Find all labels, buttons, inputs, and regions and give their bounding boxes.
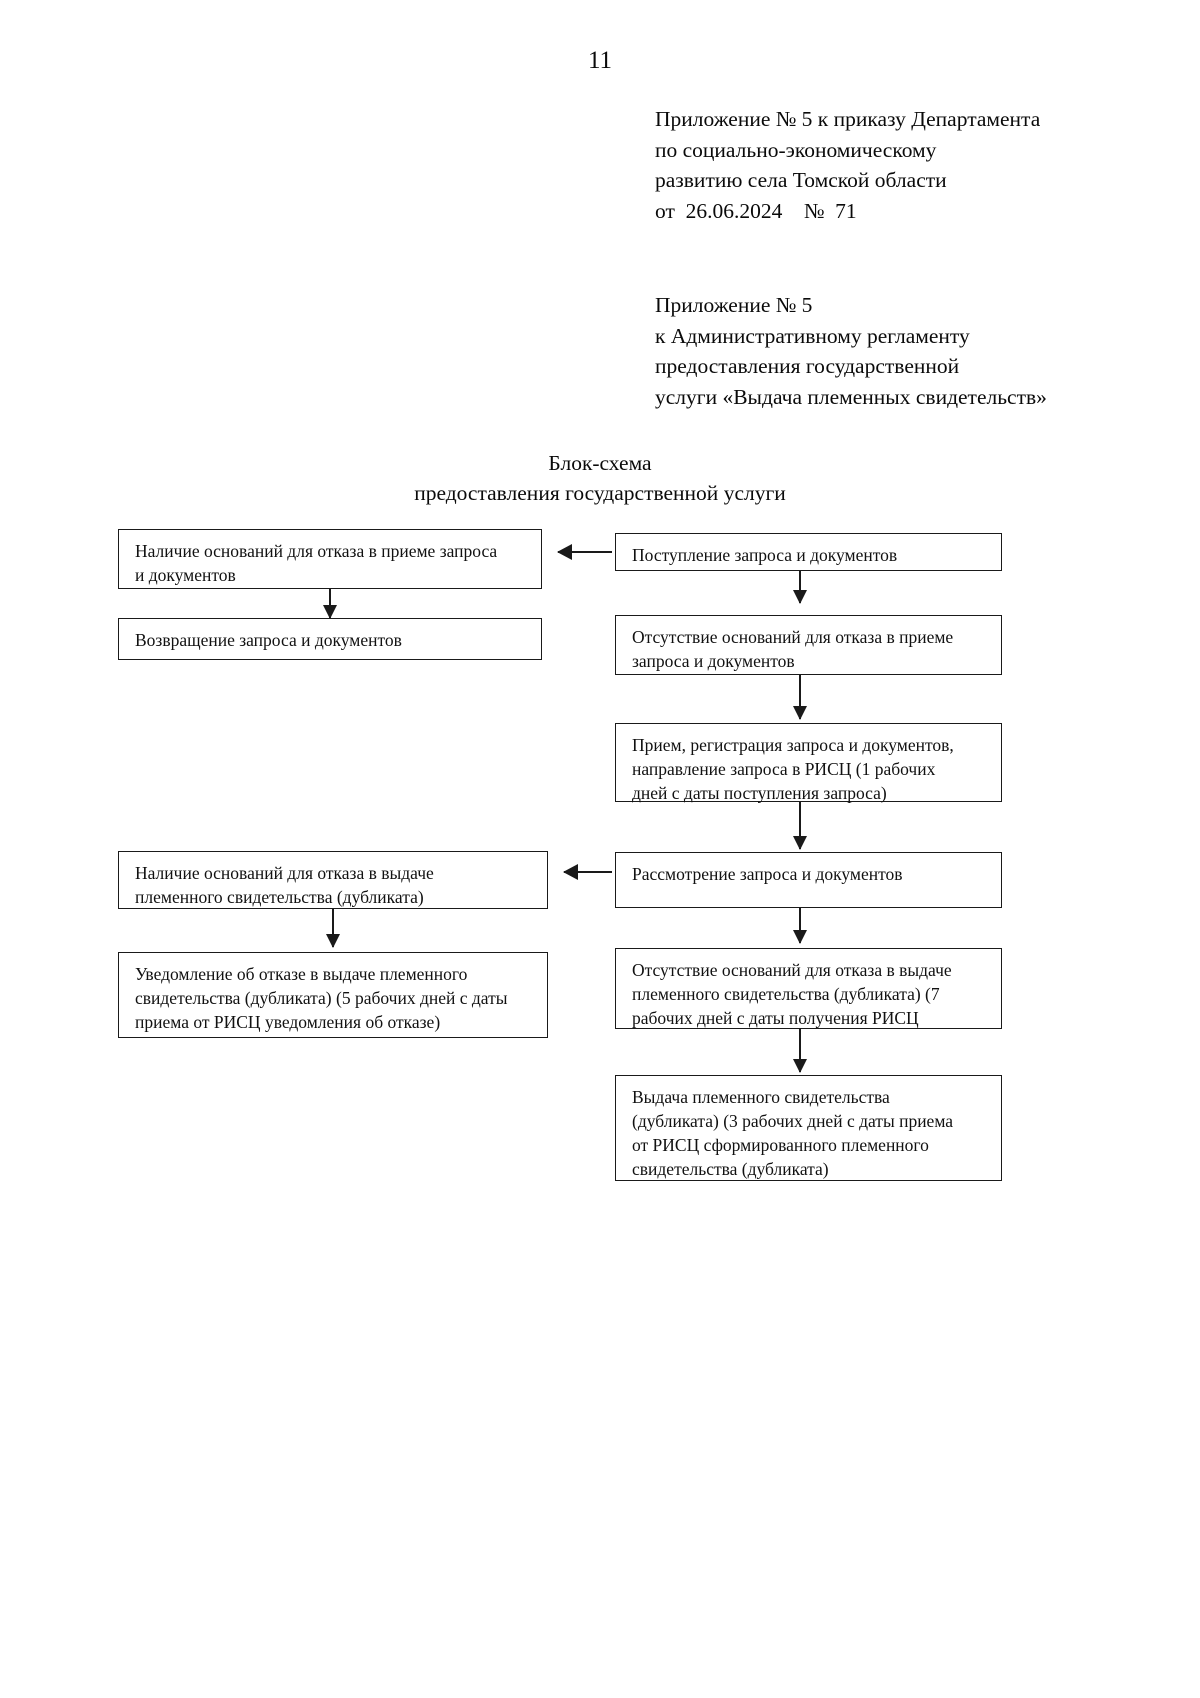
flow-node-line: направление запроса в РИСЦ (1 рабочих (632, 759, 936, 780)
flow-node-line: Отсутствие оснований для отказа в выдаче (632, 960, 952, 980)
flow-node-refusal-grounds-intake: Наличие оснований для отказа в приеме за… (118, 529, 542, 589)
arrow-registration-to-review (792, 802, 807, 850)
appendix-reglament-line-2: к Административному регламенту (655, 323, 970, 348)
arrow-review-to-no-grounds-issue (792, 908, 807, 944)
flow-node-refusal-notification: Уведомление об отказе в выдаче племенног… (118, 952, 548, 1038)
flow-node-no-refusal-grounds-issue: Отсутствие оснований для отказа в выдаче… (615, 948, 1002, 1029)
flow-node-line: (дубликата) (3 рабочих дней с даты прием… (632, 1111, 954, 1132)
flow-node-review-request: Рассмотрение запроса и документов (615, 852, 1002, 908)
flow-node-line: Рассмотрение запроса и документов (632, 864, 903, 884)
flow-node-line: Отсутствие оснований для отказа в приеме (632, 627, 954, 647)
flow-node-line: дней с даты поступления запроса) (632, 783, 887, 804)
flow-node-line: свидетельства (дубликата) (632, 1159, 829, 1180)
flow-node-no-refusal-grounds-intake: Отсутствие оснований для отказа в приеме… (615, 615, 1002, 675)
arrow-no-grounds-issue-to-issue (792, 1029, 807, 1073)
flow-node-line: Наличие оснований для отказа в выдаче (135, 863, 434, 883)
flow-node-line: Уведомление об отказе в выдаче племенног… (135, 964, 468, 984)
appendix-order-line-4: развитию села Томской области (655, 168, 947, 193)
appendix-reglament-block: Приложение № 5 к Административному регла… (655, 290, 1075, 412)
flow-node-line: и документов (135, 565, 236, 586)
flow-node-issue-certificate: Выдача племенного свидетельства (дублика… (615, 1075, 1002, 1181)
flow-node-line: от РИСЦ сформированного племенного (632, 1135, 929, 1156)
flow-node-line: приема от РИСЦ уведомления об отказе) (135, 1012, 441, 1033)
appendix-reglament-line-5: свидетельств» (915, 384, 1047, 409)
flow-node-line: Прием, регистрация запроса и документов, (632, 735, 954, 755)
appendix-reglament-line-1: Приложение № 5 (655, 293, 813, 317)
flow-node-line: Поступление запроса и документов (632, 545, 898, 565)
document-title: Блок-схема (548, 451, 652, 475)
arrow-received-to-refusal-grounds (557, 543, 612, 560)
page-number: 11 (587, 47, 613, 74)
flow-node-line: рабочих дней с даты получения РИСЦ (632, 1008, 919, 1029)
appendix-order-block: Приложение № 5 к приказу Департамента по… (655, 104, 1075, 226)
arrow-received-to-no-grounds (792, 571, 807, 604)
arrow-refusal-to-notification (325, 909, 340, 948)
flow-node-line: Возвращение запроса и документов (135, 630, 402, 650)
arrow-refusal-to-return (322, 589, 337, 619)
appendix-reglament-line-3: предоставления государственной (655, 354, 960, 379)
flow-node-line: Наличие оснований для отказа в приеме за… (135, 541, 498, 561)
flow-node-request-received: Поступление запроса и документов (615, 533, 1002, 571)
appendix-order-line-2: к приказу Департамента (817, 107, 1041, 131)
flow-node-return-request: Возвращение запроса и документов (118, 618, 542, 660)
appendix-order-line-5: от 26.06.2024 № 71 (655, 198, 857, 223)
flow-node-refusal-grounds-issue: Наличие оснований для отказа в выдаче пл… (118, 851, 548, 909)
appendix-order-line-3: по социально-экономическому (655, 137, 937, 162)
appendix-reglament-line-4: услуги «Выдача племенных (655, 384, 911, 409)
arrow-review-to-refusal-grounds-issue (563, 863, 612, 880)
flow-node-line: запроса и документов (632, 651, 795, 672)
flow-node-line: племенного свидетельства (дубликата) (135, 887, 424, 908)
document-subtitle: предоставления государственной услуги (414, 481, 786, 505)
flow-node-line: Выдача племенного свидетельства (632, 1087, 890, 1107)
appendix-order-line-1: Приложение № 5 (655, 107, 813, 131)
flow-node-registration-and-send: Прием, регистрация запроса и документов,… (615, 723, 1002, 804)
arrow-no-grounds-to-registration (792, 675, 807, 720)
flow-node-line: свидетельства (дубликата) (5 рабочих дне… (135, 988, 508, 1009)
flow-node-line: племенного свидетельства (дубликата) (7 (632, 984, 940, 1005)
